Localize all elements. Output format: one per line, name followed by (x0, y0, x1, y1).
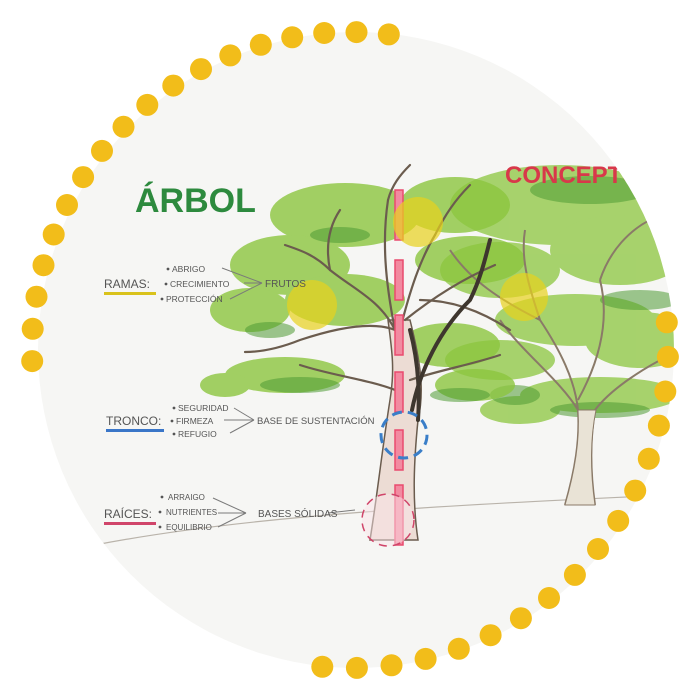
decorative-dot (190, 58, 212, 80)
decorative-dot (113, 116, 135, 138)
raices-label: RAÍCES: (104, 506, 152, 521)
decorative-dot (624, 480, 646, 502)
diagram-title: ÁRBOL (135, 182, 256, 220)
decorative-dot (654, 381, 676, 403)
ramas-item: ABRIGO (172, 264, 205, 274)
decorative-dot (311, 656, 333, 678)
decorative-dot (21, 350, 43, 372)
tronco-result: BASE DE SUSTENTACIÓN (257, 416, 375, 427)
ramas-item: PROTECCIÓN (166, 294, 223, 304)
decorative-dot (538, 587, 560, 609)
tronco-item: SEGURIDAD (178, 403, 229, 413)
root-pink-circle (362, 494, 414, 546)
decorative-dot (656, 311, 678, 333)
decorative-dot (346, 21, 368, 43)
tronco-label: TRONCO: (106, 414, 161, 428)
raices-result: BASES SÓLIDAS (258, 507, 338, 520)
decorative-dot (607, 510, 629, 532)
decorative-dot (638, 448, 660, 470)
tronco-underline (106, 429, 164, 432)
decorative-dot (448, 638, 470, 660)
decorative-dot (56, 194, 78, 216)
decorative-dot (219, 44, 241, 66)
raices-item: EQUILIBRIO (166, 523, 212, 532)
tronco-item: REFUGIO (178, 429, 217, 439)
ramas-underline (104, 292, 156, 295)
decorative-dot (43, 224, 65, 246)
raices-item: NUTRIENTES (166, 508, 217, 517)
decorative-dot (250, 34, 272, 56)
decorative-dot (162, 75, 184, 97)
decorative-dot (587, 538, 609, 560)
tronco-item: FIRMEZA (176, 416, 214, 426)
decorative-dot (381, 654, 403, 676)
ramas-label: RAMAS: (104, 277, 150, 291)
decorative-dot (91, 140, 113, 162)
raices-underline (104, 522, 156, 525)
decorative-dot (415, 648, 437, 670)
decorative-dot (648, 415, 670, 437)
decorative-dot (136, 94, 158, 116)
decorative-dot (22, 318, 44, 340)
decorative-dot (72, 166, 94, 188)
ramas-item: CRECIMIENTO (170, 279, 230, 289)
decorative-dot (33, 254, 55, 276)
ramas-result: FRUTOS (265, 279, 306, 290)
decorative-dot (26, 286, 48, 308)
diagram-subtitle: CONCEPTO (505, 162, 641, 189)
decorative-dot (480, 624, 502, 646)
decorative-dot (510, 607, 532, 629)
raices-item: ARRAIGO (168, 493, 205, 502)
decorative-dot (564, 564, 586, 586)
decorative-dot (346, 657, 368, 679)
decorative-dot (281, 26, 303, 48)
decorative-dot (313, 22, 335, 44)
decorative-dot (657, 346, 679, 368)
decorative-dot (378, 23, 400, 45)
